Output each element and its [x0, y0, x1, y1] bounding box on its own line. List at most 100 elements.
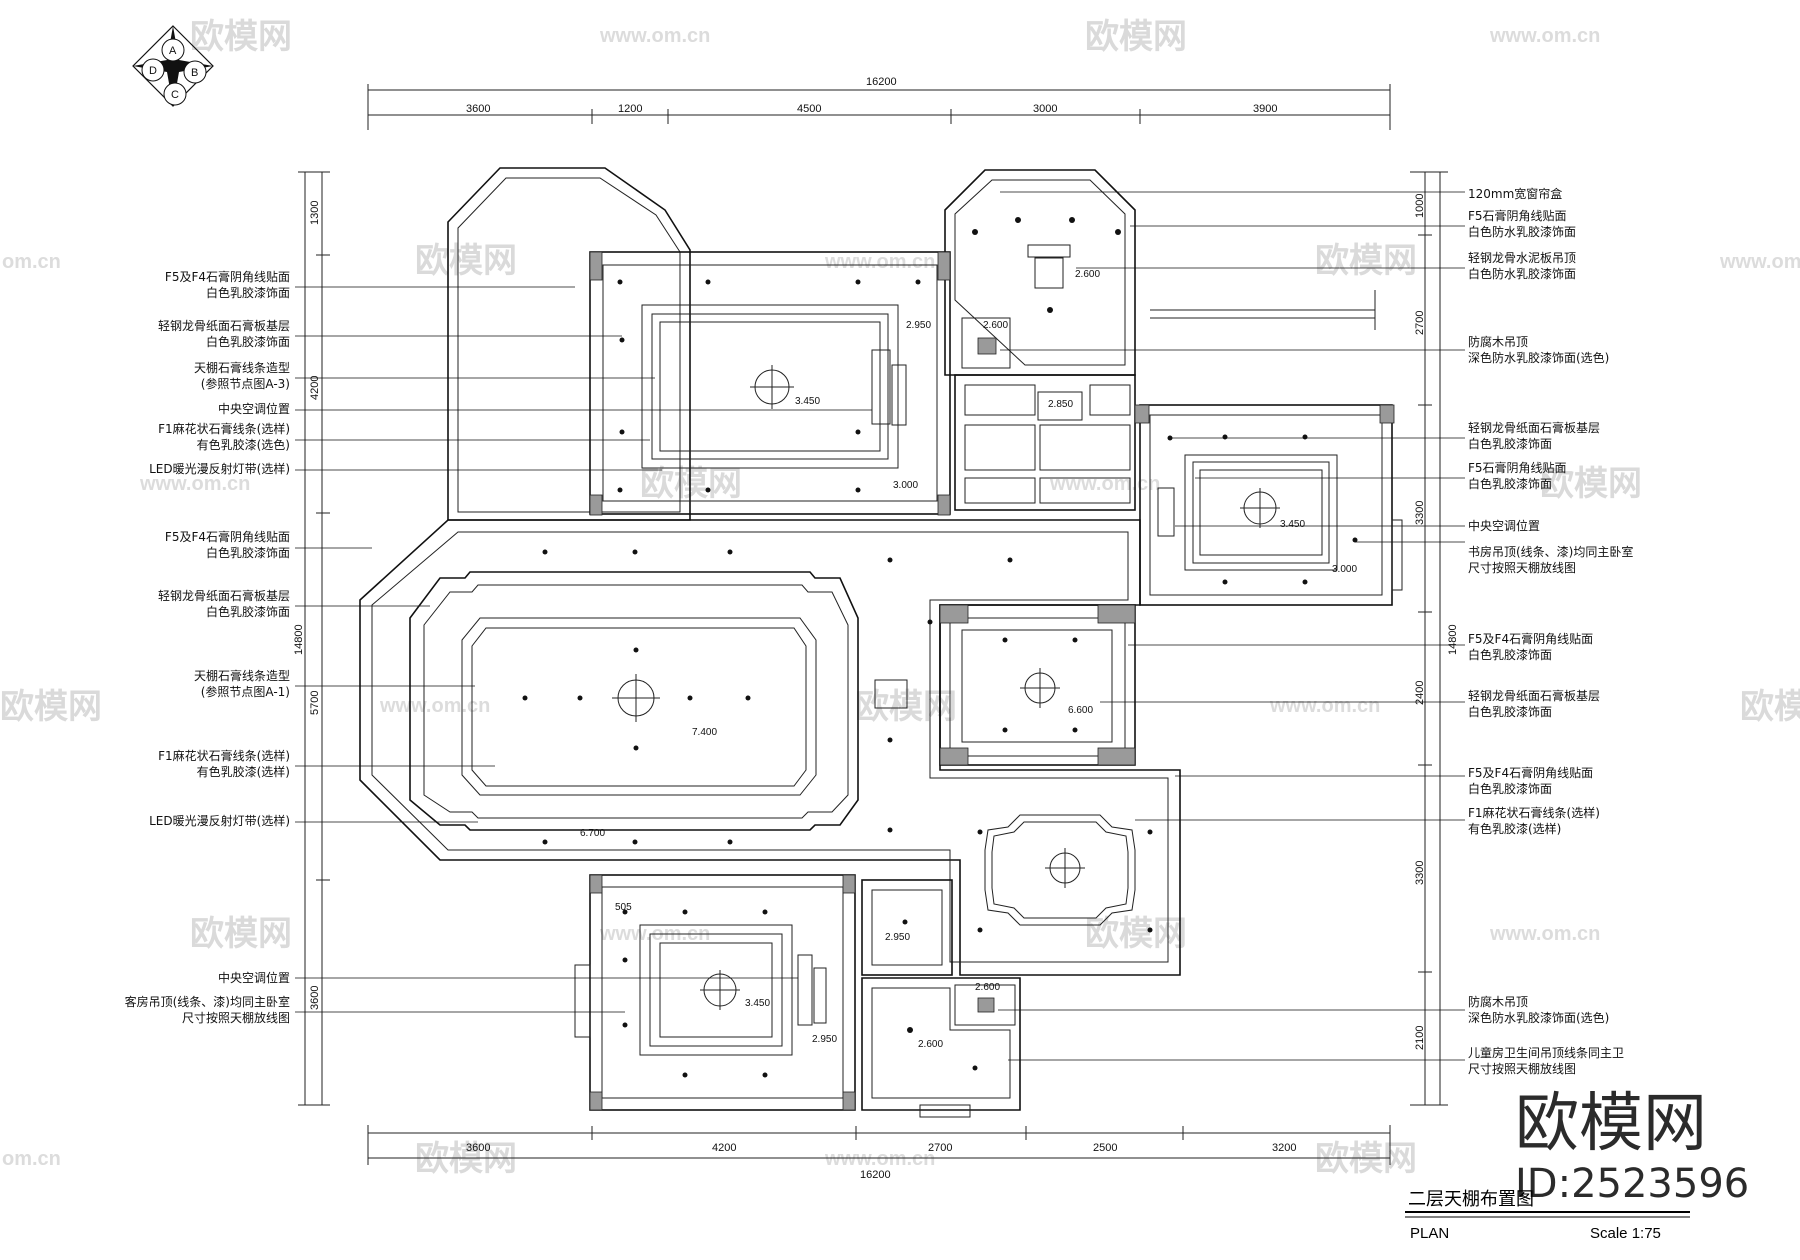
watermark-brand: 欧模网	[1085, 17, 1187, 57]
svg-text:轻钢龙骨纸面石膏板基层: 轻钢龙骨纸面石膏板基层	[1468, 688, 1600, 703]
watermark-brand: 欧模网	[1315, 1139, 1417, 1179]
utility-core	[954, 374, 1136, 511]
svg-text:白色乳胶漆饰面: 白色乳胶漆饰面	[206, 334, 290, 349]
dim-top-total: 16200	[866, 76, 897, 88]
svg-text:防腐木吊顶: 防腐木吊顶	[1468, 334, 1528, 349]
drawing-title: 二层天棚布置图	[1408, 1189, 1534, 1210]
downlight	[1167, 434, 1358, 585]
level-label: 2.950	[885, 932, 910, 943]
level-label: 3.450	[795, 396, 820, 407]
svg-text:轻钢龙骨纸面石膏板基层: 轻钢龙骨纸面石膏板基层	[1468, 420, 1600, 435]
dim-top-3: 4500	[797, 103, 821, 115]
watermark-brand: 欧模网	[415, 241, 517, 281]
watermark-brand: 欧模网	[190, 914, 292, 954]
annotation-note: F5及F4石膏阴角线贴面 白色乳胶漆饰面	[1175, 765, 1593, 796]
svg-text:深色防水乳胶漆饰面(选色): 深色防水乳胶漆饰面(选色)	[1468, 1010, 1609, 1025]
svg-text:客房吊顶(线条、漆)均同主卧室: 客房吊顶(线条、漆)均同主卧室	[125, 994, 290, 1009]
watermark-url: www.om.cn	[1489, 25, 1600, 47]
south-bedroom-ceiling	[574, 874, 856, 1111]
left-dimension-chain: 1300 4200 14800 5700 3600	[293, 171, 330, 1106]
svg-text:白色乳胶漆饰面: 白色乳胶漆饰面	[1468, 647, 1552, 662]
downlight	[622, 909, 978, 1078]
annotation-note: 中央空调位置	[218, 401, 872, 416]
annotation-note: 中央空调位置	[218, 970, 798, 985]
annotation-note: 轻钢龙骨纸面石膏板基层 白色乳胶漆饰面	[158, 318, 622, 349]
svg-text:F5石膏阴角线贴面: F5石膏阴角线贴面	[1468, 208, 1567, 223]
level-label: 2.600	[983, 320, 1008, 331]
level-markers: 2.600 2.950 3.450 3.000 2.600 2.850 3.45…	[580, 269, 1357, 1050]
downlight	[972, 217, 1121, 313]
watermark-brand: 欧模网	[1085, 914, 1187, 954]
svg-text:有色乳胶漆(选样): 有色乳胶漆(选样)	[197, 764, 290, 779]
downlight-layer	[522, 217, 1358, 1078]
dim-bottom-3: 2700	[928, 1142, 952, 1154]
compass-label-c: C	[171, 89, 179, 101]
svg-text:白色乳胶漆饰面: 白色乳胶漆饰面	[206, 545, 290, 560]
svg-text:LED暖光漫反射灯带(选样): LED暖光漫反射灯带(选样)	[149, 461, 290, 476]
dim-right-2: 2700	[1414, 311, 1426, 335]
watermark-brand: 欧模网	[190, 17, 292, 57]
guest-bedroom-ceiling	[939, 604, 1136, 766]
annotation-note: 天棚石膏线条造型 (参照节点图A-3)	[194, 360, 655, 391]
svg-text:天棚石膏线条造型: 天棚石膏线条造型	[194, 360, 290, 375]
downlight	[522, 549, 1153, 933]
annotation-note: F5石膏阴角线贴面 白色乳胶漆饰面	[1195, 460, 1567, 491]
bottom-dimension-chain: 3600 4200 2700 2500 3200 16200	[367, 1125, 1391, 1181]
watermark-layer: 欧模网 www.om.cn 欧模网 www.om.cn om.cn 欧模网 ww…	[0, 17, 1800, 1179]
watermark-tail: om.cn	[2, 251, 61, 273]
annotation-note: F1麻花状石膏线条(选样) 有色乳胶漆(选样)	[1135, 805, 1600, 836]
level-label: 6.600	[1068, 705, 1093, 716]
svg-text:白色乳胶漆饰面: 白色乳胶漆饰面	[206, 285, 290, 300]
downlight	[1002, 637, 1078, 733]
watermark-url: www.om.cn	[1269, 695, 1380, 717]
dim-left-3: 5700	[309, 691, 321, 715]
study-ceiling	[1139, 404, 1403, 606]
svg-text:轻钢龙骨纸面石膏板基层: 轻钢龙骨纸面石膏板基层	[158, 318, 290, 333]
dim-top-1: 3600	[466, 103, 490, 115]
svg-text:儿童房卫生间吊顶线条同主卫: 儿童房卫生间吊顶线条同主卫	[1468, 1045, 1624, 1060]
svg-text:白色乳胶漆饰面: 白色乳胶漆饰面	[1468, 704, 1552, 719]
svg-text:尺寸按照天棚放线图: 尺寸按照天棚放线图	[1468, 1061, 1576, 1076]
svg-text:F5石膏阴角线贴面: F5石膏阴角线贴面	[1468, 460, 1567, 475]
master-bath-ceiling	[944, 169, 1376, 376]
annotation-note: 书房吊顶(线条、漆)均同主卧室 尺寸按照天棚放线图	[1355, 541, 1633, 575]
dim-left-2: 4200	[309, 376, 321, 400]
annotation-note: F5及F4石膏阴角线贴面 白色乳胶漆饰面	[1128, 631, 1593, 662]
plan-label: PLAN	[1410, 1225, 1449, 1242]
svg-text:F1麻花状石膏线条(选样): F1麻花状石膏线条(选样)	[158, 421, 290, 436]
dim-top-4: 3000	[1033, 103, 1057, 115]
brand-logo-text: 欧模网	[1515, 1087, 1707, 1161]
level-label: 2.600	[1075, 269, 1100, 280]
watermark-url: www.om.cn	[824, 251, 935, 273]
level-label: 3.450	[1280, 519, 1305, 530]
svg-text:F5及F4石膏阴角线贴面: F5及F4石膏阴角线贴面	[1468, 631, 1593, 646]
dim-bottom-1: 3600	[466, 1142, 490, 1154]
annotation-note: 轻钢龙骨纸面石膏板基层 白色乳胶漆饰面	[1100, 688, 1600, 719]
left-annotations: F5及F4石膏阴角线贴面 白色乳胶漆饰面 轻钢龙骨纸面石膏板基层 白色乳胶漆饰面…	[125, 269, 872, 1025]
watermark-url: www.om.cn	[824, 1148, 935, 1170]
svg-text:LED暖光漫反射灯带(选样): LED暖光漫反射灯带(选样)	[149, 813, 290, 828]
svg-text:尺寸按照天棚放线图: 尺寸按照天棚放线图	[1468, 560, 1576, 575]
misc-dimension: 505	[615, 902, 632, 913]
watermark-url: www.om.cn	[1489, 923, 1600, 945]
level-label: 7.400	[692, 727, 717, 738]
watermark-brand: 欧模网	[855, 687, 957, 727]
dim-right-4: 2400	[1414, 681, 1426, 705]
svg-text:有色乳胶漆(选色): 有色乳胶漆(选色)	[197, 437, 290, 452]
level-label: 3.000	[893, 480, 918, 491]
dim-bottom-total: 16200	[860, 1169, 891, 1181]
annotation-note: 轻钢龙骨水泥板吊顶 白色防水乳胶漆饰面	[1076, 251, 1576, 281]
annotation-note: 轻钢龙骨纸面石膏板基层 白色乳胶漆饰面	[1170, 420, 1600, 451]
compass-label-b: B	[191, 67, 198, 79]
svg-text:F1麻花状石膏线条(选样): F1麻花状石膏线条(选样)	[1468, 805, 1600, 820]
watermark-url: www.om.cn	[599, 25, 710, 47]
svg-text:白色乳胶漆饰面: 白色乳胶漆饰面	[1468, 476, 1552, 491]
svg-text:白色乳胶漆饰面: 白色乳胶漆饰面	[1468, 436, 1552, 451]
dim-right-3: 3300	[1414, 501, 1426, 525]
dim-bottom-4: 2500	[1093, 1142, 1117, 1154]
svg-text:白色乳胶漆饰面: 白色乳胶漆饰面	[206, 604, 290, 619]
watermark-url: www.om.cn	[1719, 251, 1800, 273]
svg-text:(参照节点图A-1): (参照节点图A-1)	[201, 684, 290, 699]
dim-left-1: 1300	[309, 201, 321, 225]
